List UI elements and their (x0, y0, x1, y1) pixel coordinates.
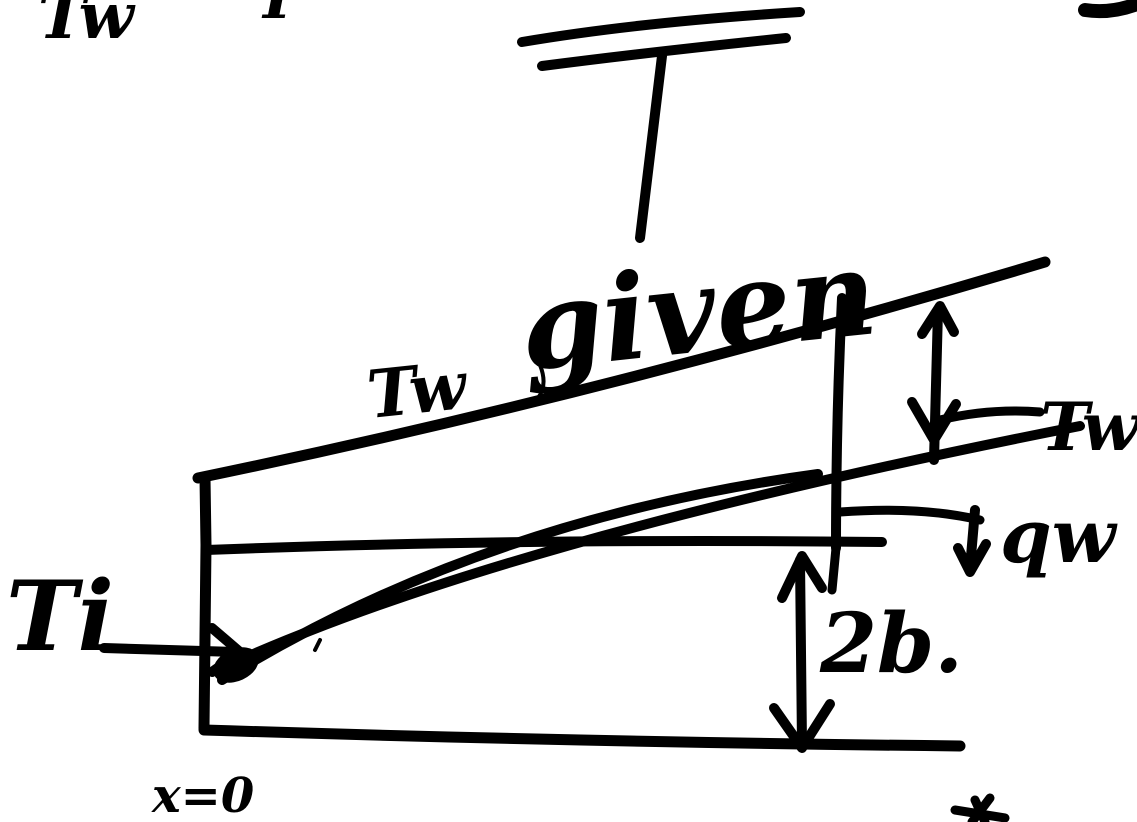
upper-double-arrow-head-top (917, 301, 959, 339)
given-label: given (513, 222, 882, 398)
diagonal-line-inner (217, 469, 823, 685)
height-arrow-head-bottom (769, 699, 835, 753)
heat-flux-pointer-line (835, 505, 985, 525)
bottom-wall-line (198, 724, 966, 752)
vertical-reference-line-lower (827, 543, 841, 595)
tw-pointer-line (935, 406, 1045, 425)
bottom-right-cropped-mark (950, 793, 1010, 822)
stray-mark-left (313, 638, 322, 652)
vertical-reference-line (831, 293, 847, 553)
heat-flux-label: qw (1000, 494, 1118, 580)
left-wall-line (198, 472, 212, 734)
height-arrow-head-top (777, 551, 827, 603)
wall-temp-left-label: Tw (364, 346, 472, 434)
inlet-temp-label: Ti (6, 560, 114, 673)
given-pointer-bar-bottom (537, 33, 791, 71)
heat-flux-arrow (953, 505, 991, 577)
stray-mark-given (536, 363, 546, 400)
top-left-partial-label-2: T (255, 0, 304, 33)
wall-temp-right-label: Tw (1040, 388, 1137, 466)
top-right-cropped-curve (1078, 0, 1137, 19)
origin-label: x=0 (151, 768, 254, 822)
inlet-arrow-head (207, 623, 245, 677)
upper-wall-line (192, 256, 1051, 484)
height-arrow-shaft (795, 555, 807, 750)
given-pointer-stem (635, 51, 667, 243)
top-left-partial-label: Tw (38, 0, 136, 54)
given-pointer-bar-top (517, 7, 805, 47)
channel-height-label: 2b. (819, 596, 963, 692)
inlet-arrow-shaft (99, 643, 241, 657)
